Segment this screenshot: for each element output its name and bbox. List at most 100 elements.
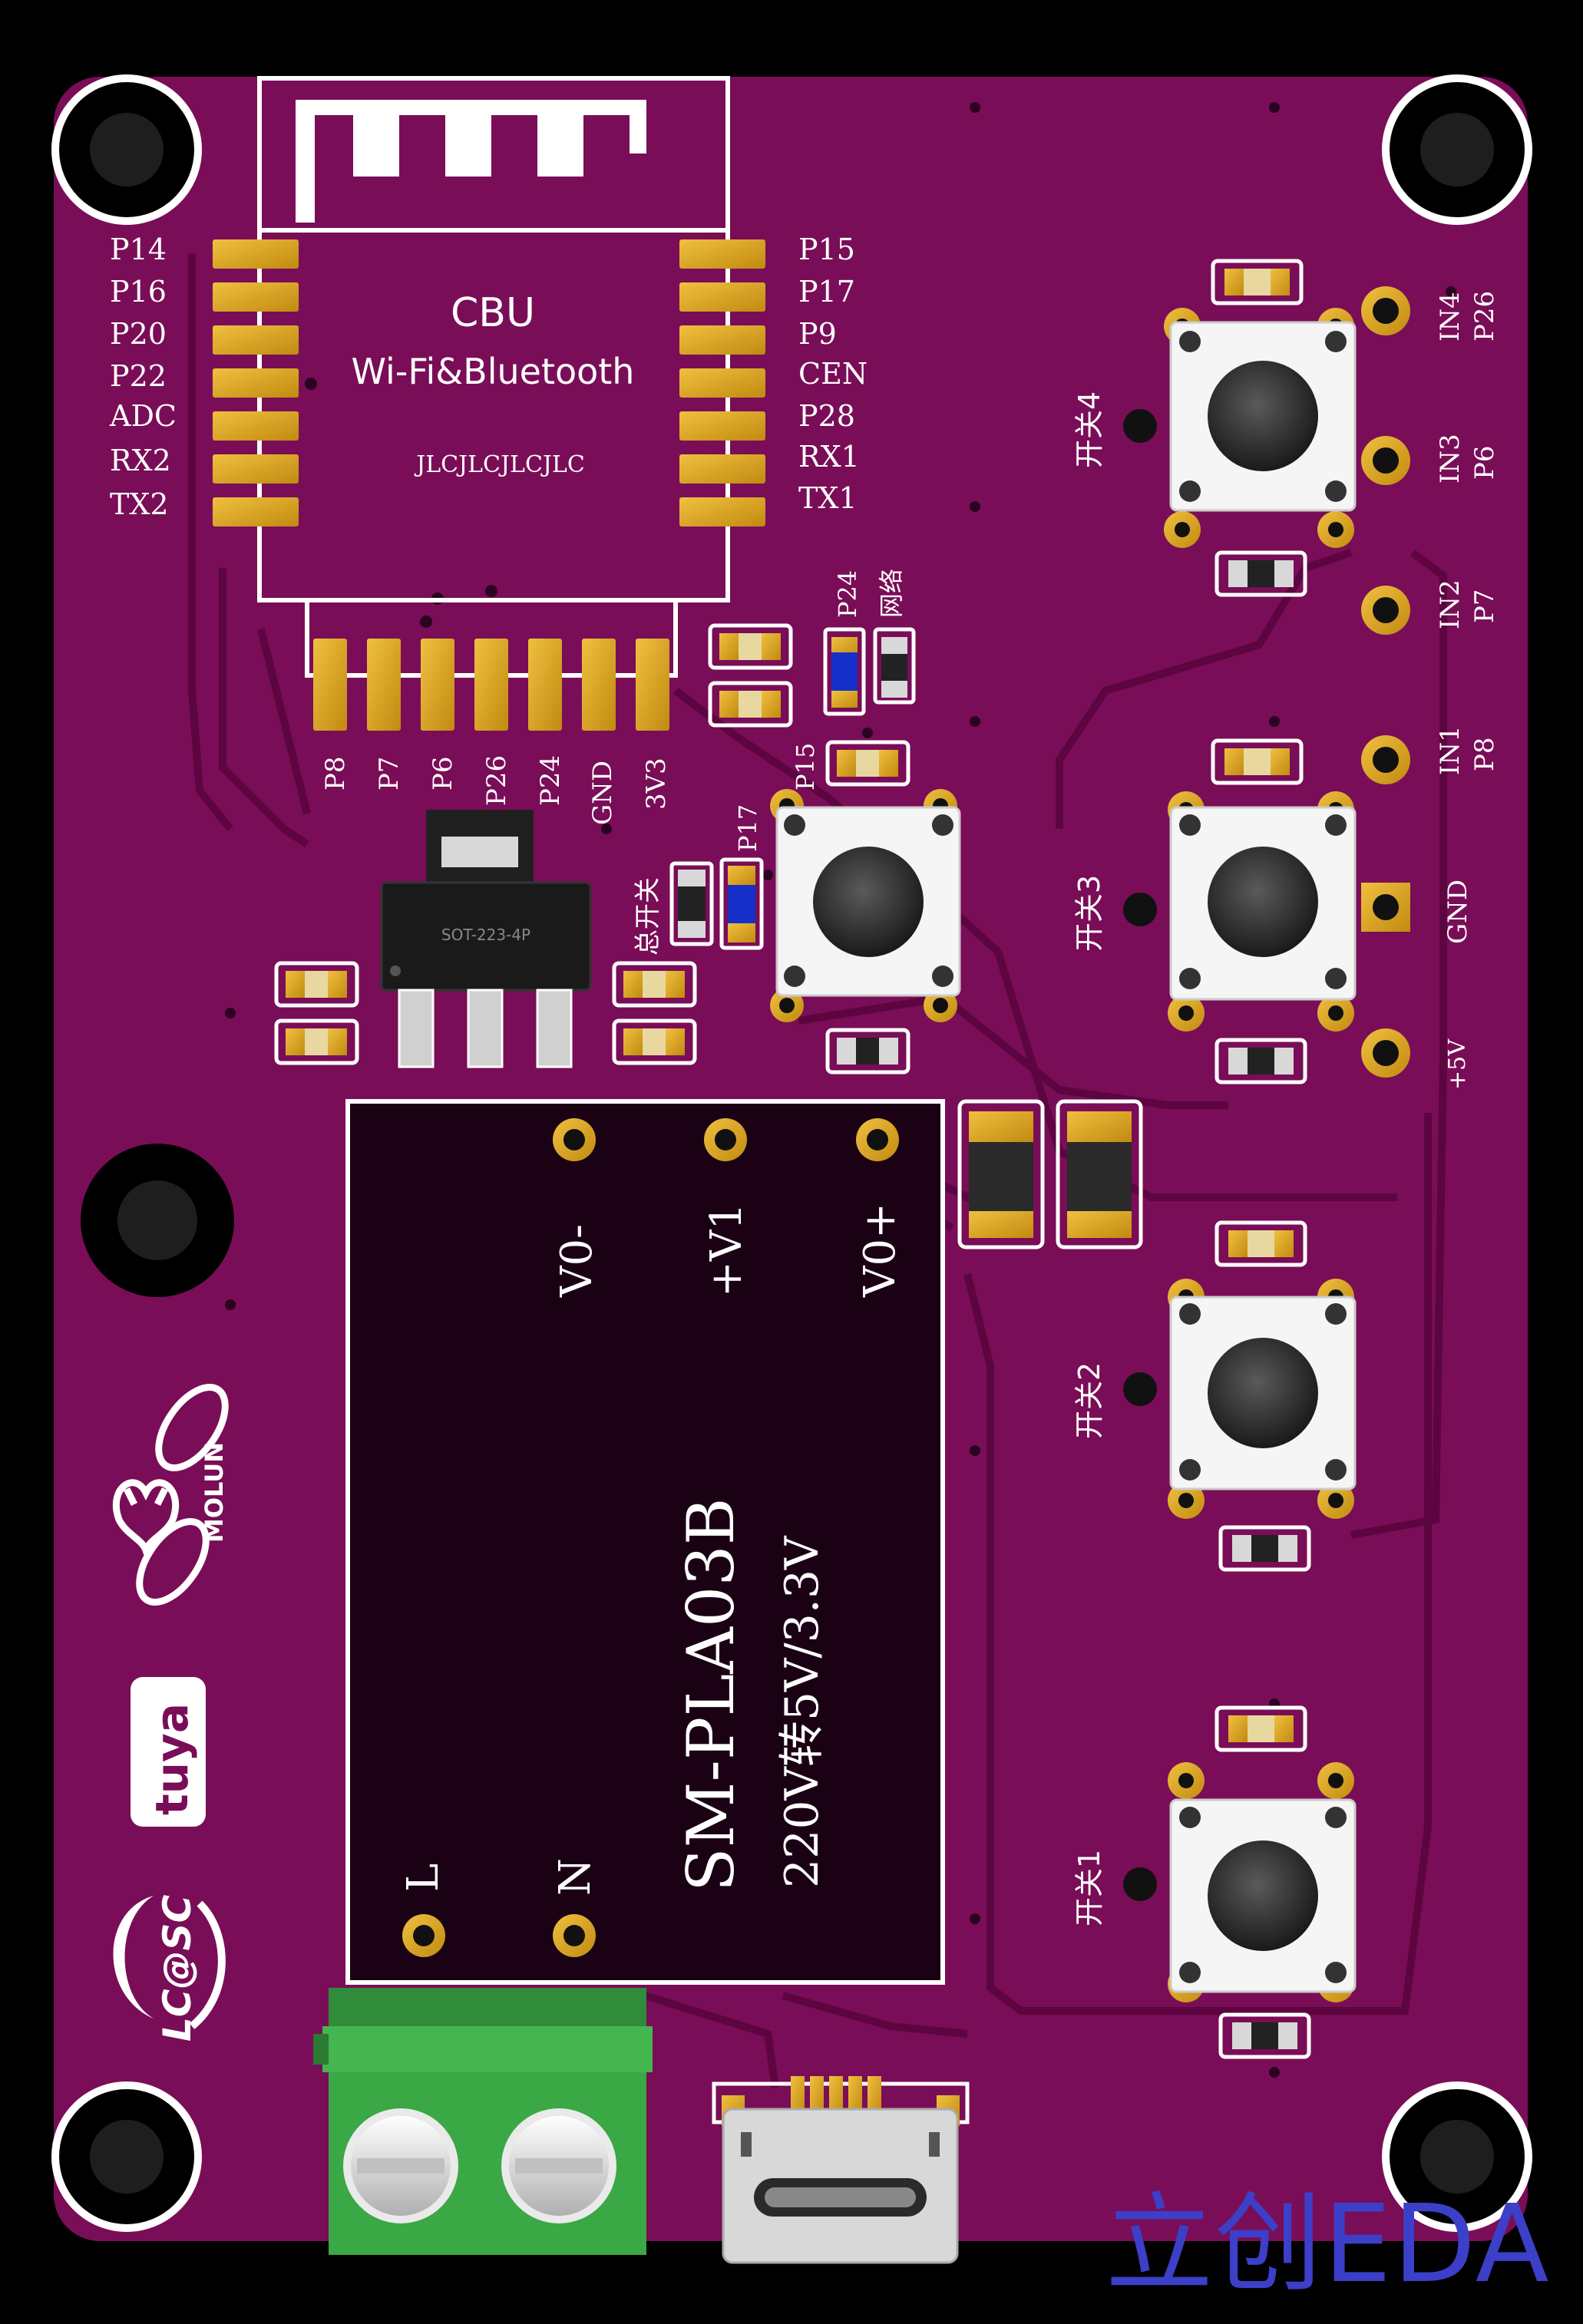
power-module: V0- +V1 V0+ SM-PLA03B 220V转5V/3.3V L N	[345, 1099, 945, 1985]
pin-label: TX2	[110, 487, 169, 521]
usb-c-connector	[712, 2076, 970, 2264]
pin-label: TX1	[798, 481, 858, 515]
button-cap[interactable]	[1208, 847, 1318, 957]
mounting-hole-top-right	[1382, 74, 1532, 225]
pin-label: P26	[481, 755, 512, 806]
capacitor	[825, 740, 910, 787]
lcsc-logo: LC@SC	[113, 1894, 226, 2042]
power-module-model: SM-PLA03B	[673, 1497, 749, 1892]
capacitor	[612, 1018, 697, 1065]
pin-label: ADC	[109, 399, 177, 433]
connector-label: IN1	[1435, 725, 1466, 775]
connector-label: P26	[1469, 291, 1500, 342]
right-pin-labels: P15 P17 P9 CEN P28 RX1 TX1	[798, 233, 868, 515]
inductor	[957, 1099, 1045, 1249]
screw-terminal	[313, 1988, 653, 2255]
mounting-holes	[51, 74, 1532, 2232]
tuya-logo: tuya	[131, 1677, 206, 1827]
module-subtitle: Wi-Fi&Bluetooth	[352, 351, 635, 392]
switch-4-button[interactable]	[1123, 259, 1357, 597]
connector-label: IN2	[1435, 579, 1466, 629]
pin-label: P15	[798, 233, 855, 266]
connector-label: +5V	[1444, 1038, 1471, 1090]
capacitor	[274, 1018, 359, 1065]
pin-label: P20	[110, 317, 167, 351]
cbu-module: CBU Wi-Fi&Bluetooth JLCJLCJLCJLC	[257, 76, 730, 678]
molun-logo-text: MOLUN	[200, 1442, 229, 1543]
power-module-description: 220V转5V/3.3V	[775, 1535, 829, 1888]
power-in-pin: L	[398, 1863, 448, 1892]
button-cap[interactable]	[1208, 361, 1318, 471]
molun-logo: MOLUN	[112, 1384, 229, 1606]
mounting-hole-mid-left	[81, 1144, 234, 1297]
header-pads	[1361, 286, 1410, 1078]
switch-2-button[interactable]	[1123, 1220, 1357, 1572]
switch-1-label: 开关1	[1072, 1850, 1106, 1926]
master-button-pin-label: P15	[791, 743, 820, 791]
capacitor	[708, 623, 793, 670]
connector-label: GND	[1443, 880, 1473, 944]
mounting-hole-bottom-right	[1382, 2081, 1532, 2232]
module-name: CBU	[451, 290, 535, 336]
regulator: SOT-223-4P	[380, 810, 592, 1068]
connector-label: P8	[1469, 737, 1500, 771]
button-cap[interactable]	[1208, 1840, 1318, 1951]
switch-3-button[interactable]	[1123, 738, 1357, 1084]
power-out-pin: V0+	[855, 1203, 905, 1298]
switch-3-label: 开关3	[1072, 875, 1106, 952]
mounting-hole-bottom-left	[51, 2081, 202, 2232]
led-name-label: 网络	[877, 569, 906, 618]
led-network: P24 网络	[823, 569, 916, 716]
pin-label: P28	[798, 399, 855, 433]
button-cap[interactable]	[813, 847, 924, 957]
lcsc-logo-text: LC@SC	[155, 1894, 200, 2042]
module-pads-bottom	[313, 639, 669, 731]
regulator-label: SOT-223-4P	[441, 926, 530, 944]
capacitor	[708, 681, 793, 728]
smd-capacitors	[274, 623, 910, 1075]
power-in-pin: N	[550, 1858, 600, 1896]
led-name-label: 总开关	[633, 877, 663, 956]
module-pads-right	[679, 239, 765, 527]
tuya-logo-text: tuya	[146, 1703, 198, 1815]
pin-label: P16	[110, 275, 167, 309]
lceda-watermark: 立创EDA	[1105, 2182, 1551, 2307]
button-cap[interactable]	[1208, 1338, 1318, 1448]
led-pin-label: P24	[833, 570, 862, 618]
switch-4-label: 开关4	[1072, 391, 1106, 468]
module-pads-left	[213, 239, 299, 527]
pin-label: P8	[320, 756, 351, 791]
pin-label: P24	[535, 755, 566, 806]
switch-2-label: 开关2	[1072, 1362, 1106, 1439]
connector-label: P6	[1469, 445, 1500, 480]
connector-label: IN4	[1435, 292, 1466, 342]
connector-label: P7	[1469, 589, 1500, 623]
pin-label: P7	[374, 756, 405, 791]
pin-label: P14	[110, 233, 167, 266]
power-module-body	[345, 1099, 945, 1985]
pin-label: GND	[587, 761, 618, 825]
pin-label: RX2	[110, 444, 171, 477]
connector-label: IN3	[1435, 434, 1466, 484]
pin-label: RX1	[798, 440, 860, 474]
capacitor	[274, 961, 359, 1008]
inductors	[957, 1099, 1143, 1249]
pin-label: P17	[798, 275, 855, 309]
antenna-icon	[296, 100, 646, 223]
master-switch-button[interactable]	[770, 789, 961, 1022]
inductor	[1056, 1099, 1143, 1249]
pin-label: P9	[798, 317, 837, 351]
module-marking: JLCJLCJLCJLC	[414, 451, 585, 478]
led-master: P17 总开关	[633, 804, 764, 956]
led-pin-label: P17	[733, 804, 762, 852]
bottom-pin-labels: P8 P7 P6 P26 P24 GND 3V3	[320, 755, 672, 825]
capacitor	[612, 961, 697, 1008]
switch-1-button[interactable]	[1123, 1705, 1357, 2059]
screw-icon	[343, 2108, 458, 2223]
pin-label: P6	[428, 756, 458, 791]
header-labels: IN4 P26 IN3 P6 IN2 P7 IN1 P8 GND +5V	[1435, 291, 1500, 1090]
pin-label: P22	[110, 359, 167, 393]
mounting-hole-top-left	[51, 74, 202, 225]
